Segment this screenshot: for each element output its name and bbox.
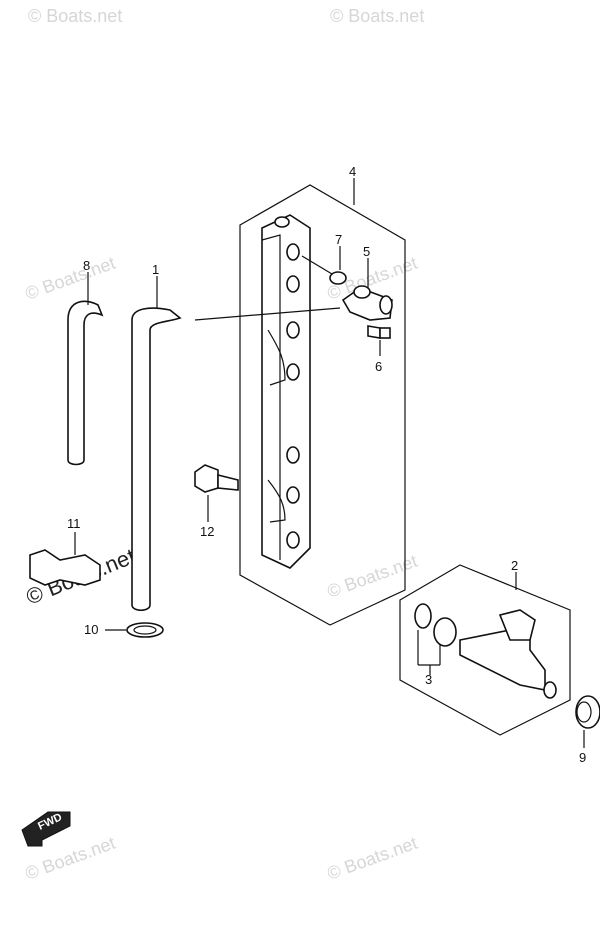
watermark-top-right: © Boats.net: [330, 6, 424, 26]
fuel-rail: [261, 214, 311, 569]
fuel-rail-assembly: [194, 184, 406, 626]
callout-4: 4: [349, 164, 356, 179]
callout-12: 12: [200, 524, 214, 539]
callout-11: 11: [67, 516, 81, 531]
hose-1: [131, 307, 182, 612]
seal-9: [575, 695, 600, 729]
clamp-10: [126, 622, 164, 638]
assembly-4-outline: [239, 184, 406, 626]
callout-9: 9: [579, 750, 586, 765]
seal-ring-3a: [414, 603, 432, 629]
callouts: 1 2 3 4 5 6 7 8 9 10 11 12: [67, 164, 586, 765]
bolt-6: [367, 325, 391, 339]
watermark-top-left: © Boats.net: [28, 6, 122, 26]
watermark-lower-right: © Boats.net: [325, 551, 420, 602]
o-ring-7: [329, 271, 347, 285]
leader-lines: [74, 178, 585, 748]
callout-5: 5: [363, 244, 370, 259]
callout-10: 10: [84, 622, 98, 637]
hose-8: [67, 300, 104, 466]
injector-connector: [498, 609, 536, 641]
fuel-injector: [459, 629, 546, 691]
callout-3: 3: [425, 672, 432, 687]
clip-11: [29, 549, 101, 586]
callout-1: 1: [152, 262, 159, 277]
callout-7: 7: [335, 232, 342, 247]
bolt-12: [194, 464, 239, 493]
fwd-arrow: FWD: [21, 811, 71, 847]
watermark-mid-left: © Boats.net: [23, 253, 118, 304]
callout-2: 2: [511, 558, 518, 573]
watermark-bottom-right: © Boats.net: [325, 833, 420, 884]
callout-6: 6: [375, 359, 382, 374]
assembly-2-outline: [399, 564, 571, 736]
injector-assembly: [399, 564, 571, 736]
seal-ring-3b: [433, 617, 457, 647]
pressure-fitting-5: [341, 285, 393, 321]
callout-8: 8: [83, 258, 90, 273]
